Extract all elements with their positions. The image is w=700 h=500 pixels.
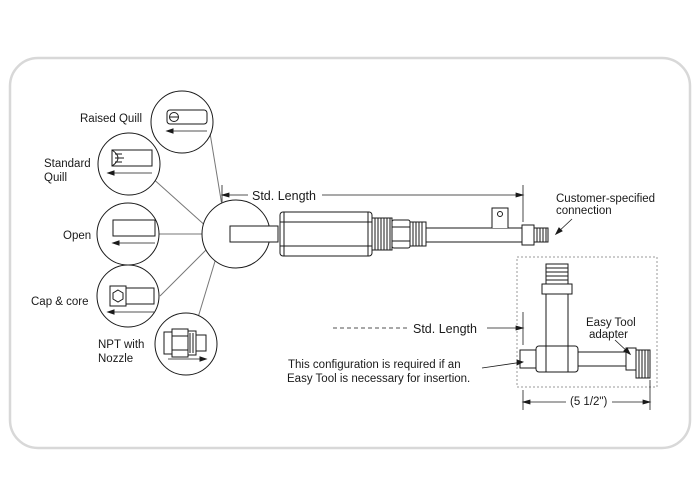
easy-tool-tee-assembly xyxy=(519,263,651,379)
standard-quill-tip-detail xyxy=(97,132,161,196)
std-length-bottom-dimension xyxy=(333,312,525,345)
std-length-bottom-label: Std. Length xyxy=(413,322,477,336)
open-label: Open xyxy=(63,230,92,242)
easy-tool-adapter-label-line2: adapter xyxy=(589,329,629,341)
raised-quill-tip-detail xyxy=(150,90,214,154)
npt-nozzle-tip-detail xyxy=(154,312,218,376)
raised-quill-label: Raised Quill xyxy=(80,113,142,125)
adapter-dimension-label: (5 1/2") xyxy=(570,396,608,408)
easy-tool-detail-box xyxy=(516,256,658,388)
standard-quill-label-line2: Quill xyxy=(44,172,68,184)
cap-and-core-tip-detail xyxy=(96,264,160,328)
cap-and-core-label: Cap & core xyxy=(31,296,89,308)
std-length-top-label: Std. Length xyxy=(252,189,316,203)
config-note-arrow xyxy=(481,359,525,369)
customer-connection-label-line2: connection xyxy=(556,205,612,217)
config-note-line2: Easy Tool is necessary for insertion. xyxy=(287,373,471,385)
easy-tool-adapter-label-line1: Easy Tool xyxy=(586,317,636,329)
npt-nozzle-label-line1: NPT with xyxy=(98,339,145,351)
npt-nozzle-label-line2: Nozzle xyxy=(98,353,134,365)
probe-assembly xyxy=(229,207,549,257)
std-length-top-dimension xyxy=(220,185,525,222)
adapter-length-dimension xyxy=(521,380,652,410)
standard-quill-label-line1: Standard xyxy=(44,158,91,170)
config-note-line1: This configuration is required if an xyxy=(288,359,461,371)
customer-connection-label-line1: Customer-specified xyxy=(556,193,656,205)
open-tip-detail xyxy=(96,202,160,266)
